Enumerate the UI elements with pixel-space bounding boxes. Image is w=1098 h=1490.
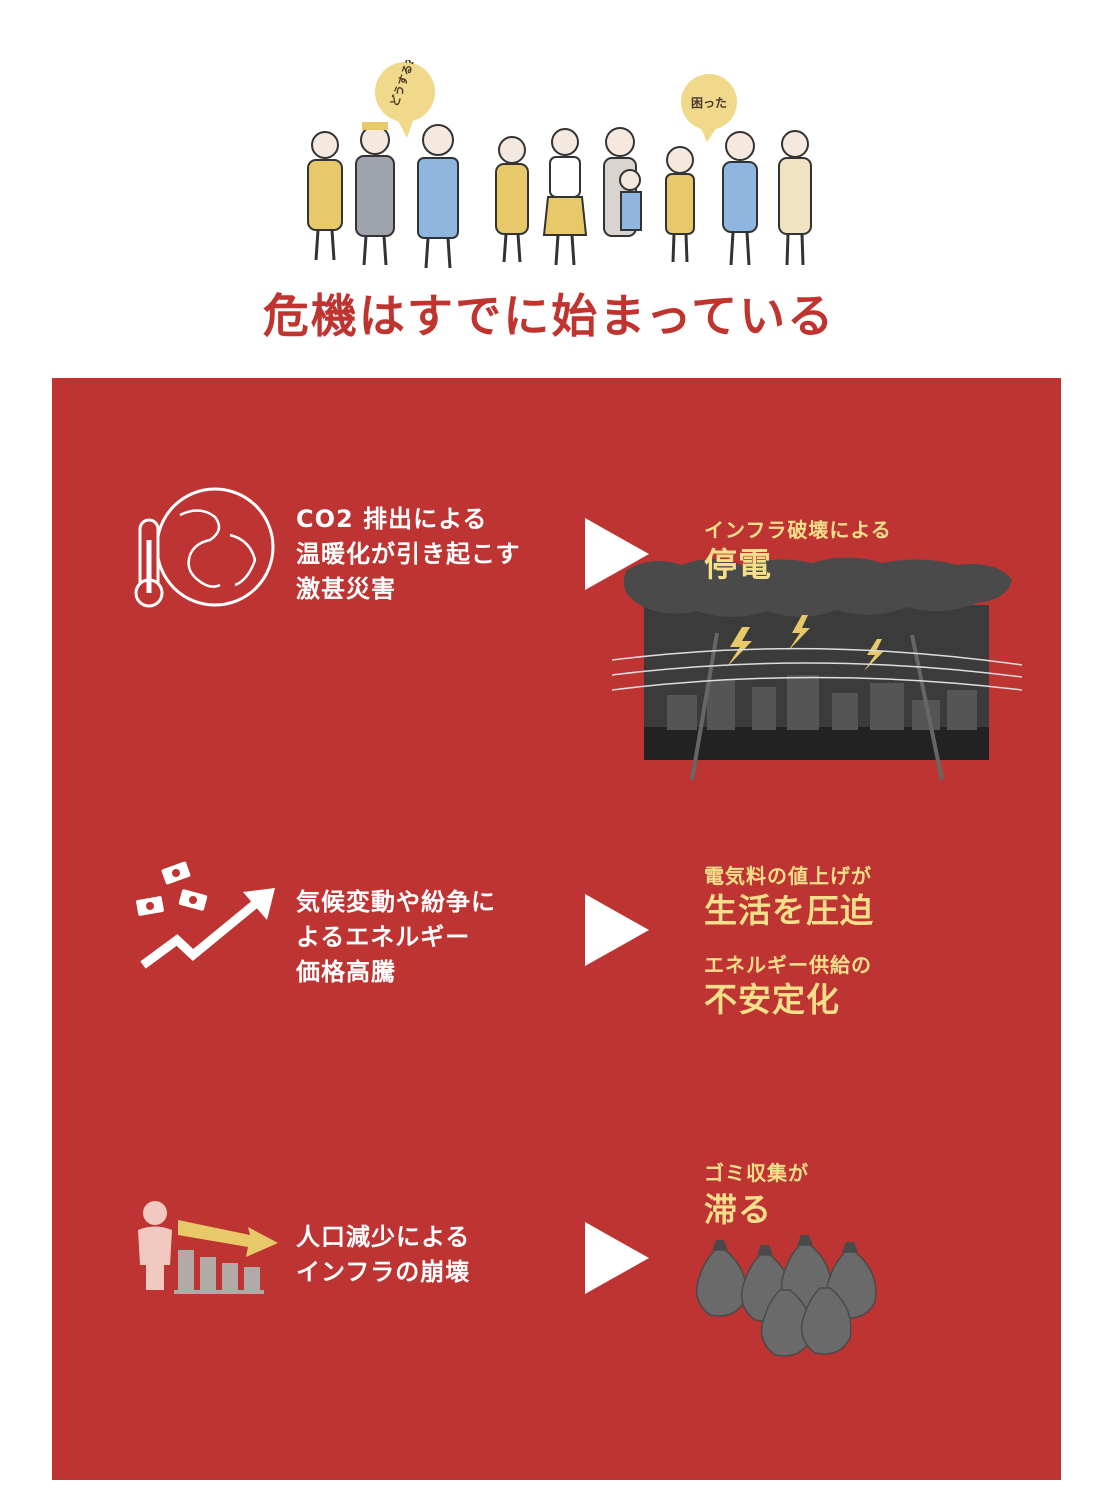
arrow-right-icon — [585, 1222, 649, 1294]
effect-2a-headline: 生活を圧迫 — [704, 891, 874, 930]
cause-3: 人口減少による インフラの崩壊 — [296, 1220, 470, 1290]
cause-2-line-1: 気候変動や紛争に — [296, 888, 496, 916]
speech-bubble-right: 困った — [681, 74, 737, 142]
effect-3-subtext: ゴミ収集が — [704, 1161, 809, 1185]
person-6 — [603, 127, 642, 237]
cause-2: 気候変動や紛争に よるエネルギー 価格高騰 — [296, 885, 496, 990]
arrow-right-icon — [585, 894, 649, 966]
effect-3-headline: 滞る — [704, 1190, 772, 1229]
cause-2-line-3: 価格高騰 — [296, 958, 396, 986]
worried-people-illustration: どうする? 困った — [307, 60, 812, 269]
effect-1-headline: 停電 — [704, 545, 772, 584]
cause-1-line-1: CO2 排出による — [296, 505, 488, 533]
storm-power-outage-illustration — [612, 557, 1022, 780]
thermometer-globe-icon — [134, 487, 275, 608]
cause-1-line-2: 温暖化が引き起こす — [296, 540, 521, 568]
person-3 — [417, 124, 459, 269]
person-4 — [495, 136, 529, 263]
speech-bubble-left: どうする? — [375, 60, 435, 138]
cause-2-line-2: よるエネルギー — [296, 923, 471, 951]
person-8 — [722, 131, 758, 266]
page-title: 危機はすでに始まっている — [262, 289, 836, 343]
cause-3-line-2: インフラの崩壊 — [296, 1258, 471, 1286]
effect-2b-headline: 不安定化 — [704, 980, 840, 1019]
effect-2b-subtext: エネルギー供給の — [704, 953, 872, 977]
cause-1-line-3: 激甚災害 — [296, 575, 396, 603]
bubble-right-text: 困った — [691, 96, 727, 110]
cause-1: CO2 排出による 温暖化が引き起こす 激甚災害 — [296, 502, 521, 607]
garbage-bags-illustration — [695, 1235, 877, 1357]
person-2 — [355, 122, 395, 266]
person-9 — [778, 130, 812, 266]
person-5 — [542, 128, 588, 266]
cause-3-line-1: 人口減少による — [296, 1223, 471, 1251]
person-7 — [665, 146, 695, 263]
population-decline-icon — [138, 1201, 278, 1294]
effect-2a-subtext: 電気料の値上げが — [704, 864, 872, 888]
effect-1-subtext: インフラ破壊による — [704, 518, 892, 542]
person-1 — [307, 131, 343, 261]
rising-price-money-icon — [136, 861, 275, 969]
